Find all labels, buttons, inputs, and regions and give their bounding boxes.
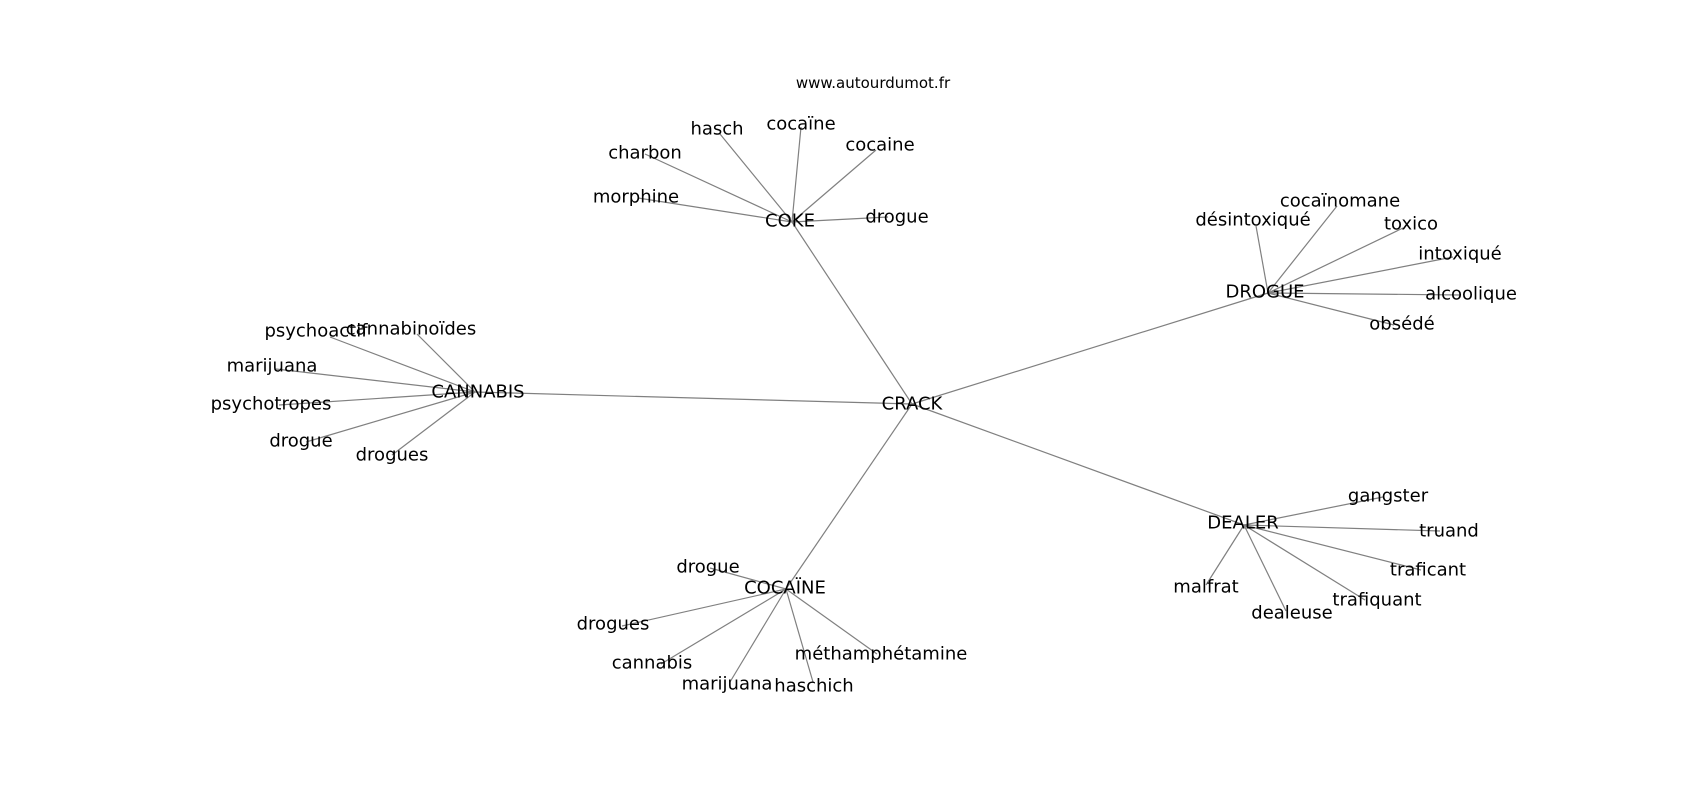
edge-hub-to-word: [791, 149, 877, 223]
word-node-label: morphine: [593, 187, 679, 208]
hub-node-label: DROGUE: [1225, 282, 1304, 303]
word-node-label: marijuana: [227, 356, 318, 377]
nodes-layer: CRACK COKE hasch cocaïne cocaine charbon morph…: [211, 114, 1517, 697]
edge-center-to-hub: [785, 403, 913, 590]
edge-hub-to-word: [660, 588, 787, 665]
word-node-label: gangster: [1348, 486, 1429, 507]
edge-hub-to-word: [1243, 524, 1287, 612]
word-node-label: cannabis: [612, 653, 693, 674]
word-node-label: méthamphétamine: [795, 644, 968, 665]
website-label: www.autourdumot.fr: [796, 74, 951, 92]
edge-hub-to-word: [785, 588, 814, 683]
edge-hub-to-word: [785, 588, 878, 655]
word-node-label: truand: [1419, 521, 1479, 542]
edge-hub-to-word: [1255, 225, 1269, 294]
word-node-label: malfrat: [1173, 577, 1238, 598]
edge-center-to-hub: [911, 292, 1269, 405]
edge-hub-to-word: [1243, 524, 1441, 532]
edge-hub-to-word: [644, 153, 793, 223]
edge-hub-to-word: [1267, 227, 1404, 294]
edge-hub-to-word: [305, 391, 476, 443]
edge-hub-to-word: [791, 216, 889, 223]
center-node-label: CRACK: [882, 394, 944, 415]
edge-hub-to-word: [1243, 524, 1422, 571]
word-node-label: drogue: [676, 557, 739, 578]
edge-hub-to-word: [1243, 496, 1384, 526]
edge-hub-to-word: [637, 197, 793, 223]
edge-hub-to-word: [621, 588, 787, 627]
word-node-label: drogues: [577, 614, 650, 635]
edge-hub-to-word: [416, 333, 476, 393]
edge-hub-to-word: [709, 567, 787, 590]
edge-center-to-hub: [791, 221, 913, 405]
edge-center-to-hub: [474, 391, 913, 405]
edge-hub-to-word: [329, 336, 476, 393]
word-node-label: alcoolique: [1425, 284, 1517, 305]
word-node-label: charbon: [608, 143, 682, 164]
word-node-label: intoxiqué: [1418, 244, 1502, 265]
word-node-label: psychoactif: [264, 321, 368, 342]
edge-hub-to-word: [275, 368, 476, 393]
edge-hub-to-word: [278, 391, 476, 406]
word-node-label: drogue: [269, 431, 332, 452]
edge-center-to-hub: [911, 403, 1245, 526]
edge-hub-to-word: [1267, 292, 1395, 326]
edge-hub-to-word: [719, 133, 793, 223]
word-node-label: psychotropes: [211, 394, 332, 415]
word-node-label: obsédé: [1369, 314, 1434, 335]
edge-hub-to-word: [1267, 205, 1338, 294]
edge-hub-to-word: [1267, 256, 1454, 294]
word-node-label: dealeuse: [1251, 603, 1332, 624]
word-node-label: drogue: [865, 207, 928, 228]
word-node-label: drogues: [356, 445, 429, 466]
word-node-label: désintoxiqué: [1195, 210, 1310, 231]
edge-hub-to-word: [791, 126, 802, 223]
hub-node-label: COCAÏNE: [744, 578, 826, 599]
edge-hub-to-word: [1243, 524, 1366, 601]
word-node-label: marijuana: [682, 674, 773, 695]
word-node-label: cocaïne: [766, 114, 835, 135]
edge-hub-to-word: [391, 391, 476, 456]
word-node-label: cocaïnomane: [1280, 191, 1400, 212]
edge-hub-to-word: [729, 588, 787, 683]
word-node-label: toxico: [1384, 214, 1438, 235]
edges-layer: [275, 126, 1462, 683]
word-node-label: cocaine: [845, 135, 914, 156]
word-node-label: cannabinoïdes: [346, 319, 477, 340]
hub-node-label: DEALER: [1207, 513, 1278, 534]
word-node-label: hasch: [690, 119, 743, 140]
word-node-label: haschich: [774, 676, 853, 697]
edge-hub-to-word: [1205, 524, 1245, 586]
word-node-label: trafiquant: [1332, 590, 1421, 611]
word-node-label: traficant: [1390, 560, 1466, 581]
edge-hub-to-word: [1267, 292, 1462, 296]
hub-node-label: COKE: [765, 211, 815, 232]
hub-node-label: CANNABIS: [431, 382, 524, 403]
